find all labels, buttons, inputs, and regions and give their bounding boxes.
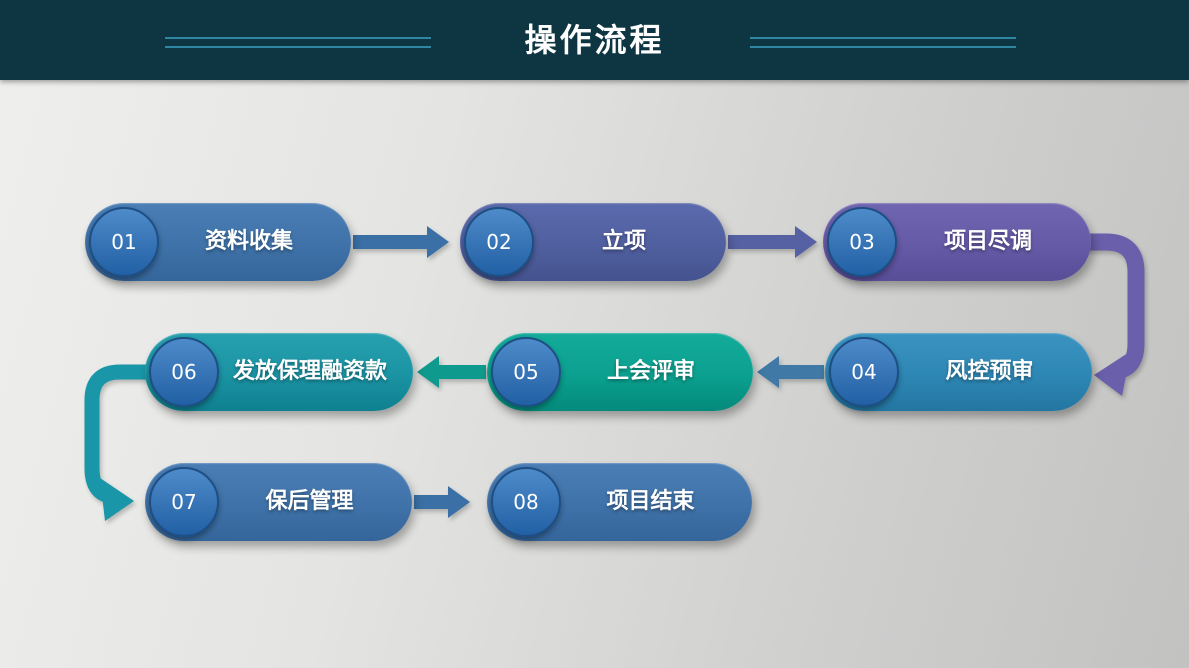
step-label: 风控预审 bbox=[945, 359, 1034, 384]
flow-step-7: 07 保后管理 bbox=[145, 463, 412, 541]
arrow-step5-to-step6 bbox=[417, 356, 486, 388]
header-accent-lines-right bbox=[750, 37, 1016, 55]
step-number-badge: 03 bbox=[827, 207, 897, 277]
step-label: 立项 bbox=[601, 229, 646, 254]
step-number-badge: 01 bbox=[89, 207, 159, 277]
step-label: 发放保理融资款 bbox=[232, 359, 387, 384]
flow-step-6: 06 发放保理融资款 bbox=[145, 333, 413, 411]
slide-header: 操作流程 bbox=[0, 0, 1189, 80]
step-number-badge: 02 bbox=[464, 207, 534, 277]
arrow-step2-to-step3 bbox=[728, 226, 817, 258]
connector-step3-to-step4-head bbox=[1094, 351, 1131, 396]
step-number-badge: 05 bbox=[491, 337, 561, 407]
flow-step-8: 08 项目结束 bbox=[487, 463, 752, 541]
step-number-badge: 06 bbox=[149, 337, 219, 407]
flow-step-3: 03 项目尽调 bbox=[823, 203, 1091, 281]
step-label: 资料收集 bbox=[204, 229, 293, 254]
flow-step-4: 04 风控预审 bbox=[825, 333, 1092, 411]
step-label: 项目结束 bbox=[606, 489, 695, 514]
connector-step6-to-step7-head bbox=[100, 478, 134, 521]
step-label: 项目尽调 bbox=[943, 229, 1032, 254]
slide-title: 操作流程 bbox=[524, 21, 665, 59]
arrow-step1-to-step2 bbox=[353, 226, 449, 258]
arrow-step4-to-step5 bbox=[757, 356, 824, 388]
step-label: 上会评审 bbox=[606, 359, 695, 384]
connector-step6-to-step7 bbox=[84, 364, 152, 504]
flow-step-5: 05 上会评审 bbox=[487, 333, 753, 411]
step-number-badge: 07 bbox=[149, 467, 219, 537]
step-number-badge: 08 bbox=[491, 467, 561, 537]
flow-step-2: 02 立项 bbox=[460, 203, 726, 281]
header-accent-lines-left bbox=[165, 37, 431, 55]
step-number-badge: 04 bbox=[829, 337, 899, 407]
flow-step-1: 01 资料收集 bbox=[85, 203, 351, 281]
arrow-step7-to-step8 bbox=[414, 486, 470, 518]
connector-step3-to-step4 bbox=[1083, 233, 1145, 379]
step-label: 保后管理 bbox=[265, 489, 354, 514]
